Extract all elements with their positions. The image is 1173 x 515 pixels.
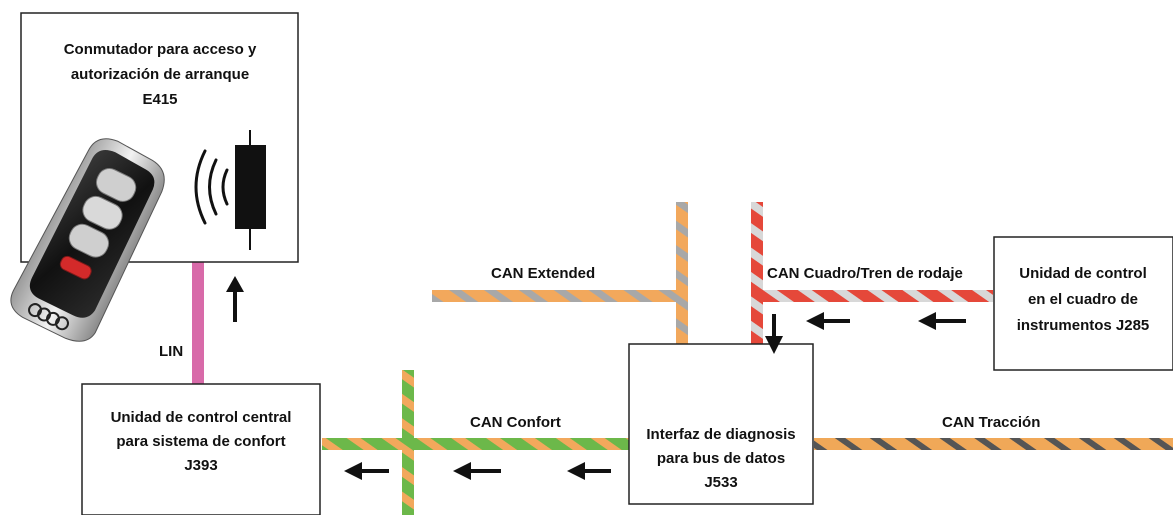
box-j533-line1: Interfaz de diagnosis bbox=[646, 426, 795, 443]
can-extended-vertical-line bbox=[676, 202, 688, 344]
can-cuadro-label: CAN Cuadro/Tren de rodaje bbox=[767, 265, 963, 282]
box-j393-line2: para sistema de confort bbox=[116, 433, 285, 450]
can-cuadro-horizontal-line bbox=[751, 290, 993, 302]
can-confort-label: CAN Confort bbox=[470, 414, 561, 431]
box-e415-line3: E415 bbox=[142, 91, 177, 108]
box-j533-line3: J533 bbox=[704, 474, 737, 491]
confort-arrow-left-3 bbox=[567, 462, 611, 480]
can-cuadro-vertical-line bbox=[751, 202, 763, 344]
antenna-coil-icon bbox=[235, 130, 266, 250]
confort-arrow-left-2 bbox=[453, 462, 501, 480]
box-j393-line1: Unidad de control central bbox=[111, 409, 292, 426]
lin-label: LIN bbox=[159, 343, 183, 360]
box-j285-line3: instrumentos J285 bbox=[1017, 317, 1150, 334]
can-extended-label: CAN Extended bbox=[491, 265, 595, 282]
box-e415-line1: Conmutador para acceso y bbox=[64, 41, 257, 58]
key-fob-icon bbox=[10, 138, 165, 342]
box-j285-line1: Unidad de control bbox=[1019, 265, 1147, 282]
box-j533-line2: para bus de datos bbox=[657, 450, 785, 467]
box-j285: Unidad de control en el cuadro de instru… bbox=[993, 236, 1173, 371]
box-j393-line3: J393 bbox=[184, 457, 217, 474]
box-j393: Unidad de control central para sistema d… bbox=[81, 383, 321, 515]
cuadro-arrow-left-2 bbox=[918, 312, 966, 330]
box-j533: Interfaz de diagnosis para bus de datos … bbox=[628, 343, 814, 505]
lin-arrow-up bbox=[226, 276, 244, 322]
box-j285-line2: en el cuadro de bbox=[1028, 291, 1138, 308]
box-e415-line2: autorización de arranque bbox=[71, 66, 249, 83]
radio-waves-icon bbox=[194, 149, 229, 225]
can-traccion-label: CAN Tracción bbox=[942, 414, 1040, 431]
can-extended-horizontal-line bbox=[432, 290, 687, 302]
lin-bus-line bbox=[192, 262, 204, 385]
can-confort-horizontal-line bbox=[322, 438, 629, 450]
flow-arrow-icon bbox=[226, 276, 966, 480]
cuadro-arrow-left-1 bbox=[806, 312, 850, 330]
confort-arrow-left-1 bbox=[344, 462, 389, 480]
cuadro-arrow-down bbox=[765, 314, 783, 354]
can-confort-vertical-line bbox=[402, 370, 414, 515]
can-traccion-line bbox=[814, 438, 1173, 450]
